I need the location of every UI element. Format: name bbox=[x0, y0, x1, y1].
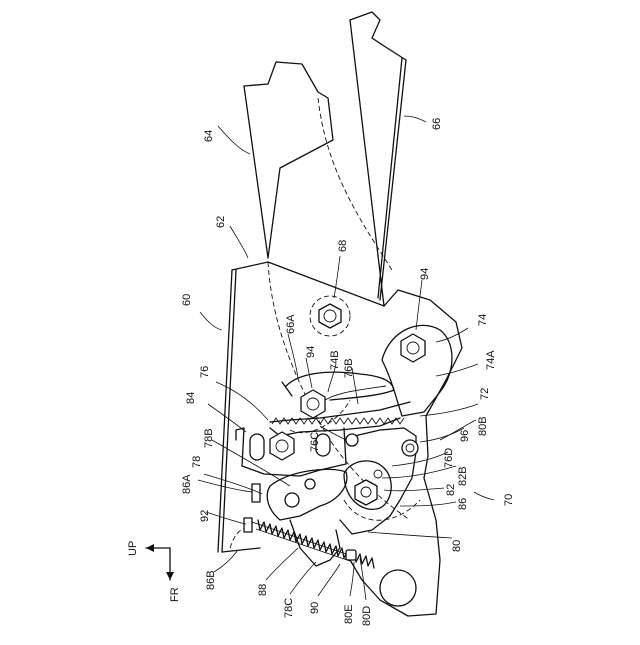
label-76: 76 bbox=[199, 366, 211, 378]
label-80E: 80E bbox=[343, 604, 355, 624]
label-94b: 94 bbox=[305, 346, 317, 358]
label-86B: 86B bbox=[205, 570, 217, 590]
label-68: 68 bbox=[337, 240, 349, 252]
upper-frame-plate bbox=[244, 62, 333, 258]
direction-indicator bbox=[146, 544, 174, 580]
nut-68 bbox=[319, 304, 341, 328]
label-82: 82 bbox=[445, 484, 457, 496]
label-86: 86 bbox=[457, 498, 469, 510]
label-76C: 76C bbox=[309, 432, 321, 452]
label-94a: 94 bbox=[419, 268, 431, 280]
label-78C: 78C bbox=[283, 598, 295, 618]
label-66A: 66A bbox=[285, 314, 297, 334]
nut-bracket bbox=[270, 432, 294, 460]
label-84: 84 bbox=[185, 392, 197, 404]
label-86A: 86A bbox=[181, 474, 193, 494]
label-78: 78 bbox=[191, 456, 203, 468]
spring-88 bbox=[252, 520, 374, 568]
label-70: 70 bbox=[503, 494, 515, 506]
direction-front: FR bbox=[169, 587, 181, 602]
label-74B: 74B bbox=[329, 350, 341, 370]
nut-94-arm bbox=[401, 334, 425, 362]
label-74: 74 bbox=[477, 314, 489, 326]
label-78B: 78B bbox=[203, 428, 215, 448]
label-76B: 76B bbox=[343, 358, 355, 378]
label-64: 64 bbox=[203, 130, 215, 142]
label-80: 80 bbox=[451, 540, 463, 552]
nut-94-gear bbox=[301, 390, 325, 418]
label-90: 90 bbox=[309, 602, 321, 614]
label-92: 92 bbox=[199, 510, 211, 522]
mounting-hole bbox=[380, 570, 416, 606]
label-74A: 74A bbox=[485, 350, 497, 370]
link-plate-80 bbox=[340, 428, 418, 534]
label-80B: 80B bbox=[477, 416, 489, 436]
label-60: 60 bbox=[181, 294, 193, 306]
label-66: 66 bbox=[431, 118, 443, 130]
direction-up: UP bbox=[127, 541, 139, 556]
label-62: 62 bbox=[215, 216, 227, 228]
label-96: 96 bbox=[459, 430, 471, 442]
sector-gear bbox=[270, 372, 410, 436]
label-80D: 80D bbox=[361, 606, 373, 626]
label-88: 88 bbox=[257, 584, 269, 596]
lever-78 bbox=[267, 469, 347, 566]
label-82B: 82B bbox=[457, 466, 469, 486]
rail-member bbox=[350, 12, 406, 306]
label-72: 72 bbox=[479, 388, 491, 400]
label-76D: 76D bbox=[443, 448, 455, 468]
